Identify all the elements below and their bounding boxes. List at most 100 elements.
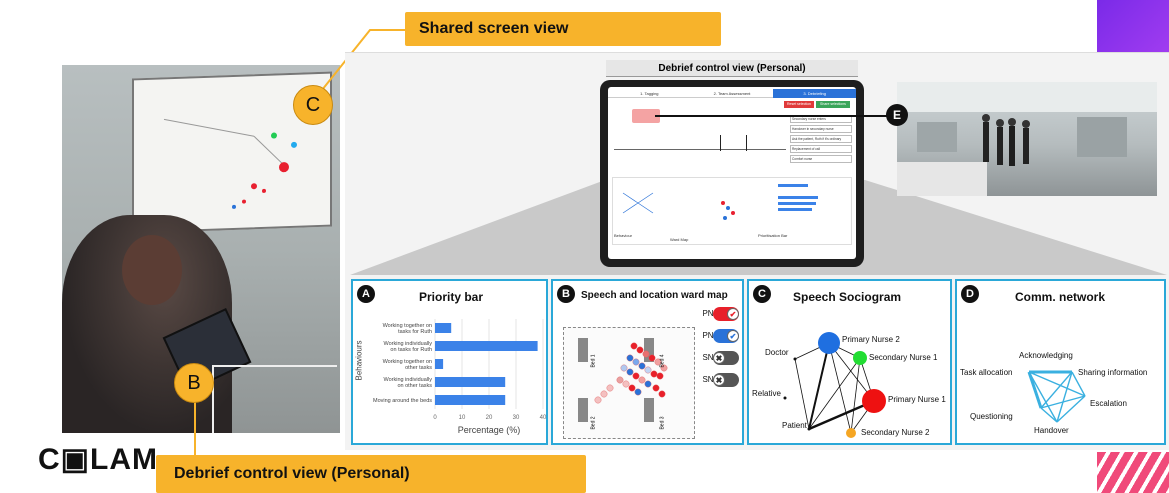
timeline-event[interactable]: Replacement of call xyxy=(790,145,852,153)
timeline-axis xyxy=(614,149,786,150)
logo-text: C▣LAM xyxy=(38,443,158,476)
node-doctor[interactable] xyxy=(793,357,797,361)
x-tick-label: 0 xyxy=(433,415,437,421)
x-tick-label: 30 xyxy=(513,415,520,421)
x-tick-label: 10 xyxy=(459,415,466,421)
callout-b-connector xyxy=(194,400,196,462)
priority-bar[interactable] xyxy=(435,395,506,405)
toggle-pn1[interactable]: ✔ xyxy=(713,307,739,321)
device-title-bar: Debrief control view (Personal) xyxy=(606,60,858,77)
share-selections-button[interactable]: Share selections xyxy=(816,101,850,108)
priority-bar[interactable] xyxy=(435,323,452,333)
heat-cell xyxy=(638,376,646,384)
cross-icon: ✖ xyxy=(713,352,725,364)
circle-e-letter: E xyxy=(892,108,901,122)
panel-c-letter: C xyxy=(758,288,766,300)
timeline-marker-2 xyxy=(746,135,747,151)
ward-heatmap xyxy=(578,338,668,422)
priority-bar[interactable] xyxy=(435,377,506,387)
debrief-callout: Debrief control view (Personal) xyxy=(156,455,586,493)
comm-network-graph xyxy=(1027,370,1086,423)
node-patient[interactable] xyxy=(807,427,811,431)
heat-cell xyxy=(632,358,640,366)
toggle-sn2[interactable]: ✖ xyxy=(713,373,739,387)
panel-d-badge: D xyxy=(961,285,979,303)
node-primary-nurse-2[interactable] xyxy=(818,332,840,354)
priority-xlabel: Percentage (%) xyxy=(458,425,521,435)
heat-cell xyxy=(626,354,634,362)
device-tab-tagging[interactable]: 1. Tagging xyxy=(608,89,691,98)
timeline-marker-1 xyxy=(720,135,721,151)
priority-bar[interactable] xyxy=(435,359,444,369)
heat-cell xyxy=(622,380,630,388)
heat-cell xyxy=(658,390,666,398)
mini-visualisations xyxy=(622,184,818,220)
sociogram-graph xyxy=(783,332,886,438)
label-sharing-information: Sharing information xyxy=(1078,368,1148,377)
label-handover: Handover xyxy=(1034,426,1069,435)
heat-cell xyxy=(644,380,652,388)
projected-screen xyxy=(132,71,332,234)
heat-cell xyxy=(660,364,668,372)
toggle-sn1[interactable]: ✖ xyxy=(713,351,739,365)
heat-cell xyxy=(600,390,608,398)
bed-shape xyxy=(644,398,654,422)
heat-cell xyxy=(644,366,652,374)
panel-a-badge: A xyxy=(357,285,375,303)
node-secondary-nurse-1[interactable] xyxy=(853,351,867,365)
label-primary-nurse-1: Primary Nurse 1 xyxy=(888,395,946,404)
heat-cell xyxy=(642,350,650,358)
debrief-label: Debrief control view (Personal) xyxy=(174,465,410,482)
circle-c-marker: C xyxy=(293,85,333,125)
node-secondary-nurse-2[interactable] xyxy=(846,428,856,438)
label-secondary-nurse-1: Secondary Nurse 1 xyxy=(869,353,938,362)
category-label: Moving around the beds xyxy=(373,398,432,404)
check-icon: ✔ xyxy=(727,330,739,342)
heat-cell xyxy=(620,364,628,372)
section-behaviour: Behaviour xyxy=(614,233,633,238)
device-tabs: 1. Tagging 2. Team Assessment 3. Debrief… xyxy=(608,89,856,98)
toggle-label-pn1: PN1 xyxy=(702,309,718,318)
panel-c-badge: C xyxy=(753,285,771,303)
priority-bar[interactable] xyxy=(435,341,538,351)
device-tab-debriefing[interactable]: 3. Debriefing xyxy=(773,89,856,98)
check-icon: ✔ xyxy=(727,308,739,320)
toggle-label-pn2: PN2 xyxy=(702,331,718,340)
section-prioritisation-bar: Prioritisation Bar xyxy=(758,233,788,238)
heat-cell xyxy=(628,384,636,392)
ward-floorplan: Bed 1 Bed 2 Bed 3 Bed 4 xyxy=(563,327,695,439)
x-tick-label: 40 xyxy=(540,415,547,421)
shared-screen-callout: Shared screen view xyxy=(405,12,721,46)
toggle-pn2[interactable]: ✔ xyxy=(713,329,739,343)
shared-screen-label: Shared screen view xyxy=(419,20,569,37)
heat-cell xyxy=(634,388,642,396)
timeline-event[interactable]: Ask the patient, Ruth if it's ordinary xyxy=(790,135,852,143)
heat-cell xyxy=(654,358,662,366)
circle-b-marker: B xyxy=(174,363,214,403)
circle-c-letter: C xyxy=(305,93,321,116)
bed-label: Bed 3 xyxy=(659,416,666,430)
heat-cell xyxy=(636,346,644,354)
panel-b-letter: B xyxy=(562,288,570,300)
reset-selection-button[interactable]: Reset selection xyxy=(784,101,814,108)
heat-cell xyxy=(626,368,634,376)
heat-cell xyxy=(652,384,660,392)
label-doctor: Doctor xyxy=(765,348,789,357)
label-escalation: Escalation xyxy=(1090,399,1127,408)
label-primary-nurse-2: Primary Nurse 2 xyxy=(842,335,900,344)
callout-c-connector xyxy=(309,29,410,106)
node-primary-nurse-1[interactable] xyxy=(862,389,886,413)
timeline-event[interactable]: Comfort nurse xyxy=(790,155,852,163)
heat-cell xyxy=(648,354,656,362)
highlight-tag[interactable] xyxy=(632,109,660,123)
heat-cell xyxy=(594,396,602,404)
video-scene xyxy=(897,82,1157,196)
purple-decoration xyxy=(1097,0,1169,52)
node-relative[interactable] xyxy=(783,396,787,400)
device-tab-team-assessment[interactable]: 2. Team Assessment xyxy=(690,89,774,98)
timeline-event[interactable]: Handover in secondary nurse xyxy=(790,125,852,133)
